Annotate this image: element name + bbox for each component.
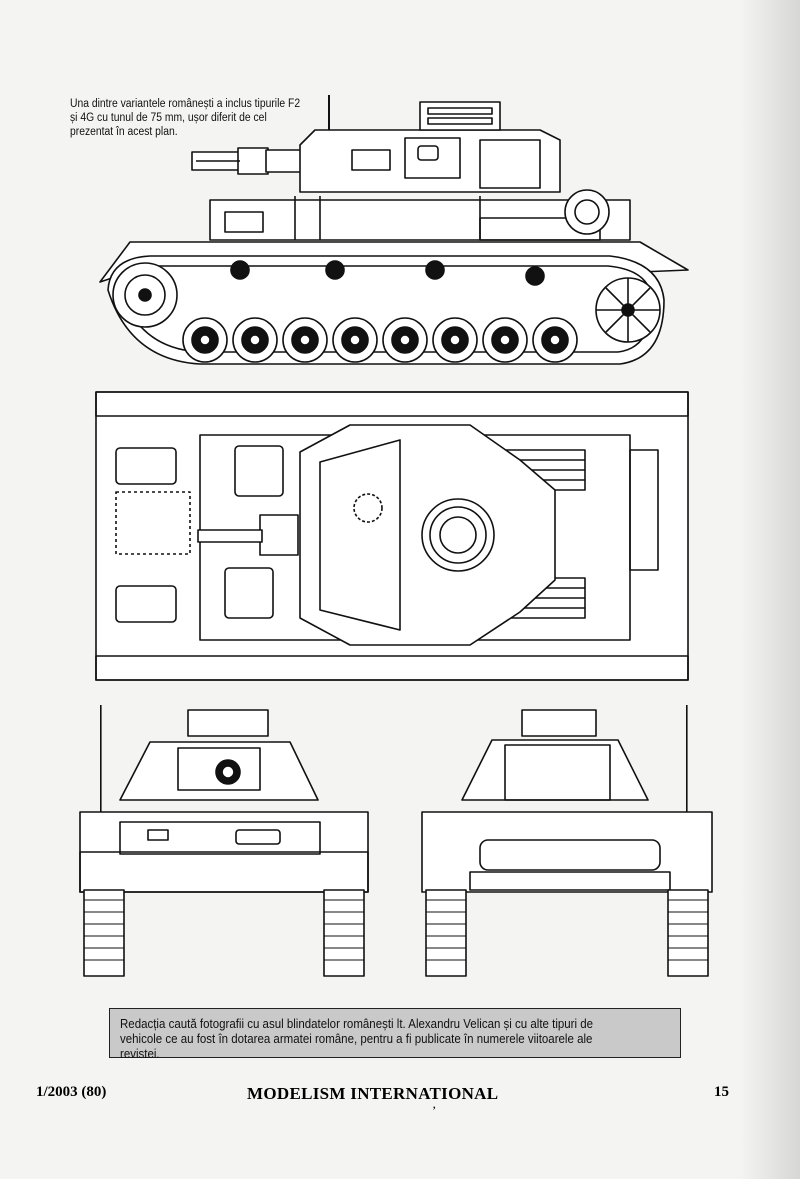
page-number: 15 xyxy=(714,1084,729,1100)
side-view xyxy=(99,101,689,365)
editorial-notice-text: Redacția caută fotografii cu asul blinda… xyxy=(120,1017,594,1061)
title-diacritic: , xyxy=(433,1100,436,1111)
caption-divider xyxy=(328,95,330,135)
editorial-notice-box: Redacția caută fotografii cu asul blinda… xyxy=(109,1008,681,1061)
drawing-caption: Una dintre variantele românești a inclus… xyxy=(70,98,301,138)
front-view xyxy=(79,705,369,977)
page-edge-shadow xyxy=(740,0,800,1179)
tank-plan-drawing xyxy=(79,101,713,977)
top-view xyxy=(95,391,689,681)
issue-number: 1/2003 (80) xyxy=(36,1084,107,1100)
magazine-title: MODELISM INTERNATIONAL xyxy=(247,1084,499,1103)
rear-view xyxy=(421,705,713,977)
